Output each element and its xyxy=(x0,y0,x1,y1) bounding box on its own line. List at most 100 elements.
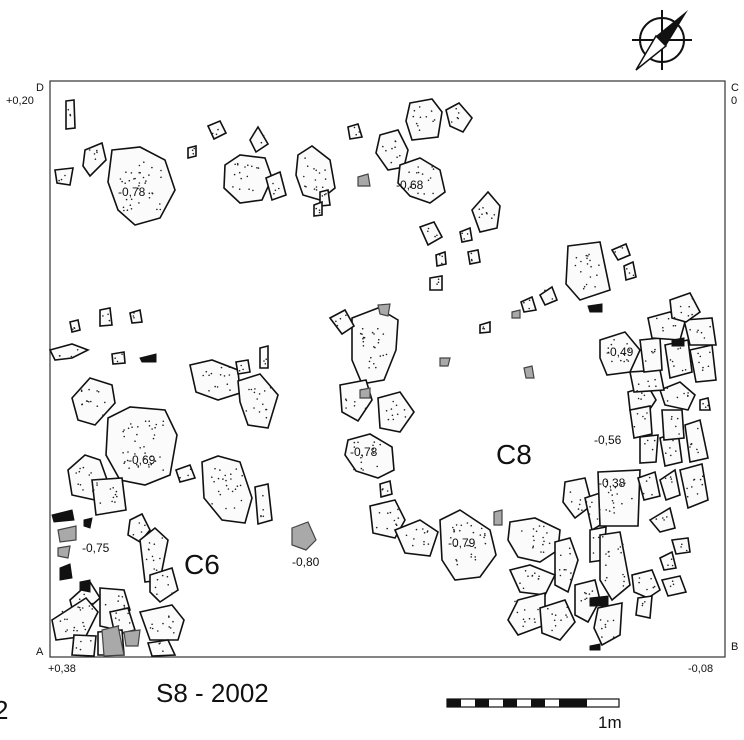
stone-speckle xyxy=(589,506,591,508)
stone-speckle xyxy=(591,501,593,504)
stone-speckle xyxy=(680,546,682,548)
stone-speckle xyxy=(413,109,416,112)
stone-speckle xyxy=(569,578,572,581)
stone-speckle xyxy=(409,186,412,188)
stone-speckle xyxy=(214,385,216,388)
stone-speckle xyxy=(90,640,92,642)
plan-title: S8 - 2002 xyxy=(156,678,269,708)
stone-speckle xyxy=(482,207,484,209)
stone-speckle xyxy=(540,551,542,553)
stone-speckle xyxy=(61,610,64,613)
stone-speckle xyxy=(646,439,649,442)
stone-speckle xyxy=(543,525,545,528)
stone-speckle xyxy=(457,117,460,120)
stone-speckle xyxy=(375,366,377,369)
stone-speckle xyxy=(272,182,274,185)
stone-speckle xyxy=(691,298,694,300)
stone-speckle xyxy=(375,526,378,529)
stone-speckle xyxy=(703,337,706,339)
stone-speckle xyxy=(532,528,535,530)
stone-speckle xyxy=(412,183,415,185)
stone-speckle xyxy=(116,495,118,498)
stone-speckle xyxy=(114,357,116,360)
north-arrow-icon xyxy=(632,10,692,71)
stone-speckle xyxy=(628,349,631,351)
stone-speckle xyxy=(114,501,116,503)
stone-speckle xyxy=(127,427,130,430)
stone-speckle xyxy=(454,545,457,547)
stone-speckle xyxy=(361,327,364,330)
stone-speckle xyxy=(551,629,553,632)
stone-speckle xyxy=(142,176,145,179)
stone-speckle xyxy=(470,252,473,255)
stone-speckle xyxy=(107,313,109,316)
stone-speckle xyxy=(546,532,548,534)
stone-speckle xyxy=(134,440,136,443)
stone-speckle xyxy=(405,534,408,537)
stone-speckle xyxy=(161,537,164,539)
stone-speckle xyxy=(359,332,362,335)
stone-speckle xyxy=(154,586,157,589)
stone-speckle xyxy=(138,185,140,187)
stone-speckle xyxy=(162,650,164,652)
stone-speckle xyxy=(478,216,481,219)
stone-speckle xyxy=(396,156,398,158)
stone-speckle xyxy=(516,600,518,602)
stone-speckle xyxy=(345,398,347,401)
stone-speckle xyxy=(622,585,625,587)
stone-speckle xyxy=(640,398,642,400)
stone-speckle xyxy=(168,626,170,628)
stone-speckle xyxy=(478,208,481,210)
stone-speckle xyxy=(314,179,317,181)
stone-speckle xyxy=(450,537,452,539)
stone-speckle xyxy=(260,515,262,518)
stone-speckle xyxy=(581,509,583,512)
stone-speckle xyxy=(680,311,683,314)
stone-speckle xyxy=(162,622,164,625)
stone-speckle xyxy=(324,178,327,180)
stone-speckle xyxy=(156,578,159,581)
stone-speckle xyxy=(671,580,674,582)
stone-speckle xyxy=(412,115,415,118)
stone-speckle xyxy=(651,493,653,496)
stone-speckle xyxy=(260,141,263,144)
stone-speckle xyxy=(432,120,434,123)
stone-speckle xyxy=(148,174,150,176)
stone-speckle xyxy=(671,415,673,418)
stone-speckle xyxy=(637,397,640,400)
stone-speckle xyxy=(662,326,664,329)
stone-speckle xyxy=(362,336,365,339)
stone-speckle xyxy=(608,510,611,512)
stone-speckle xyxy=(96,390,98,392)
stone-speckle xyxy=(538,575,540,578)
stone-speckle xyxy=(524,570,527,572)
stone-speckle xyxy=(623,575,626,578)
stone-speckle xyxy=(666,516,668,518)
stone-speckle xyxy=(227,488,230,490)
stone-speckle xyxy=(377,341,380,344)
stone-speckle xyxy=(638,581,640,584)
stone-speckle xyxy=(278,187,280,190)
stone-speckle xyxy=(670,454,672,457)
stone-speckle xyxy=(362,338,364,340)
stone-speckle xyxy=(393,519,396,522)
stone-speckle xyxy=(531,575,533,577)
stone-speckle xyxy=(677,348,679,350)
stone-speckle xyxy=(361,333,363,336)
stone-speckle xyxy=(139,172,141,174)
stone-speckle xyxy=(493,214,496,216)
stone-speckle xyxy=(172,620,174,623)
stone-speckle xyxy=(693,479,695,481)
stone-speckle xyxy=(123,604,125,607)
stone-speckle xyxy=(523,609,526,611)
stone-speckle xyxy=(355,133,358,136)
stone-speckle xyxy=(179,476,181,479)
stone-speckle xyxy=(73,626,76,629)
stone-speckle xyxy=(701,483,704,486)
stone-speckle xyxy=(191,149,194,152)
stone-speckle xyxy=(150,455,153,458)
elevation-label: -0,49 xyxy=(606,345,634,359)
stone-speckle xyxy=(679,305,682,308)
stone-speckle xyxy=(461,232,464,235)
stone-speckle xyxy=(123,435,125,438)
